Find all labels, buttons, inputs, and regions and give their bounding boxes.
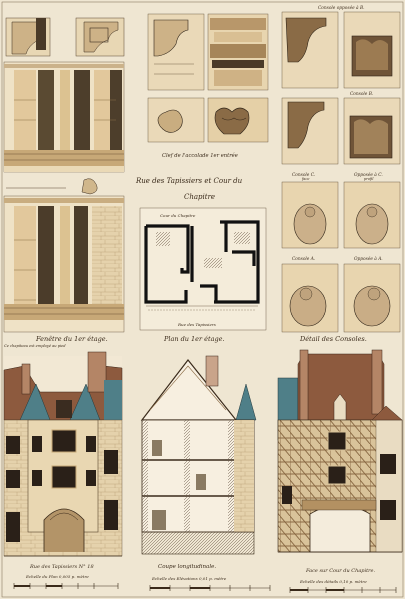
console-label-a-opposee: Opposée à A. xyxy=(354,257,383,262)
caption-plan: Plan du 1er étage. xyxy=(163,335,225,343)
scale-details: Echelle des détails 0,10 p. mètre xyxy=(299,579,367,584)
fenetre-detail-group xyxy=(3,17,125,333)
caption-rue-facade: Rue des Tapissiers N° 18 xyxy=(29,564,94,570)
annotation-chapiteau: Ce chapiteau est employé au pied xyxy=(4,344,66,348)
caption-cle: Clef de l'accolade 1er entrée xyxy=(162,152,238,159)
console-label-c: Console C. xyxy=(292,173,315,178)
consoles-group xyxy=(281,11,401,333)
scale-plan: Echelle du Plan 0,005 p. mètre xyxy=(25,574,89,579)
scale-bars xyxy=(13,583,397,593)
facade-rue-tapissiers xyxy=(3,351,123,557)
caption-fenetre: Fenêtre du 1er étage. xyxy=(35,335,108,343)
plan-label-rue: Rue des Tapissiers xyxy=(177,322,216,327)
console-label-profil: profil xyxy=(364,177,373,181)
sheet-title-line1: Rue des Tapissiers et Cour du xyxy=(135,177,243,185)
caption-cour-facade: Face sur Cour du Chapitre. xyxy=(305,568,375,574)
console-label-c-opposee: Opposée à C. xyxy=(354,173,383,178)
floor-plan-group xyxy=(139,207,267,331)
moulding-profiles-group xyxy=(147,13,269,143)
console-label-a: Console A. xyxy=(292,257,315,262)
facade-cour-chapitre xyxy=(277,349,403,553)
caption-detail: Détail des Consoles. xyxy=(299,335,367,343)
plan-label-cour: Cour du Chapitre xyxy=(160,213,196,218)
caption-coupe: Coupe longitudinale. xyxy=(158,564,216,570)
coupe-longitudinale xyxy=(140,355,257,555)
sheet-title-line2: Chapitre xyxy=(184,193,215,201)
console-label-b: Console B. xyxy=(350,92,373,97)
console-label-b-opposee: Console opposée à B. xyxy=(318,6,365,11)
console-label-face: face xyxy=(301,177,309,181)
scale-elevations: Echelle des Elévations 0,01 p. mètre xyxy=(151,576,227,581)
